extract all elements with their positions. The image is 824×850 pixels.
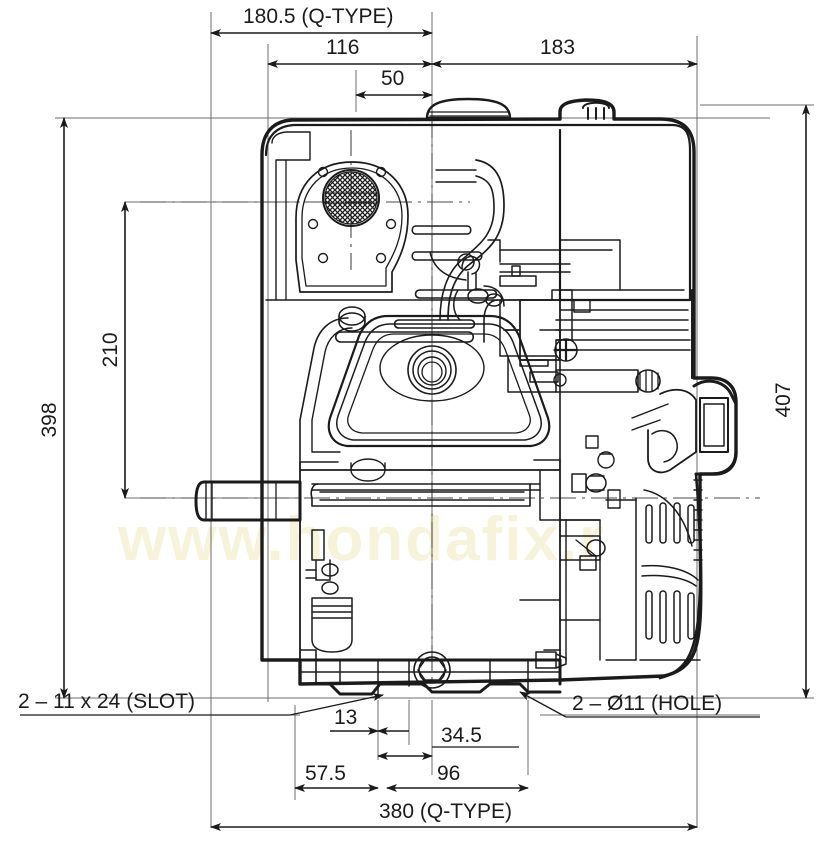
crankcase-rib-2 (319, 491, 525, 501)
engine-drawing (194, 97, 738, 696)
callout-slot-label: 2 – 11 x 24 (SLOT) (18, 690, 195, 713)
watermark: www.hondafix.r (117, 505, 605, 574)
dimension-210-label: 210 (99, 332, 122, 367)
dimension-34-5: 34.5 (377, 724, 519, 760)
engine-outer-silhouette (260, 98, 738, 686)
left-dimensions: 398 210 (38, 117, 129, 699)
dimension-50-label: 50 (381, 67, 404, 90)
blower-housing-right (533, 329, 561, 461)
dimension-183: 183 (431, 36, 698, 68)
dimension-116-label: 116 (326, 36, 359, 59)
dimension-96: 96 (386, 762, 529, 792)
watermark-text: www.hondafix.r (117, 505, 605, 574)
muffler-guard (631, 379, 738, 476)
dimension-50: 50 (355, 67, 433, 99)
starter-mount-bolts (307, 166, 397, 264)
crankcase-rib (310, 483, 531, 507)
top-dimensions: 180.5 (Q-TYPE) 116 183 50 (210, 5, 698, 99)
dimension-57-5-label: 57.5 (305, 762, 346, 785)
dimension-13-label: 13 (334, 706, 357, 729)
mounting-base (298, 649, 567, 696)
dimension-116: 116 (267, 36, 433, 68)
fuel-cap (425, 97, 512, 120)
oil-drain-bolt (413, 651, 451, 689)
dimension-180-5: 180.5 (Q-TYPE) (210, 5, 433, 37)
dimension-13: 13 (330, 706, 409, 735)
muffler-guard-curves (635, 489, 701, 661)
mid-fasteners (553, 299, 615, 469)
callouts: 2 – 11 x 24 (SLOT) 2 – Ø11 (HOLE) (18, 690, 760, 718)
throttle-linkage (453, 253, 537, 321)
oil-level-sensor (305, 529, 353, 653)
side-bolt-detail (571, 473, 607, 493)
crankshaft-pto-shaft (194, 480, 302, 522)
fuel-tank (264, 123, 692, 302)
dimension-180-5-label: 180.5 (Q-TYPE) (243, 5, 394, 28)
head-cover-bolt-boss (338, 306, 366, 332)
dimension-398-label: 398 (38, 402, 61, 437)
callout-hole: 2 – Ø11 (HOLE) (519, 691, 760, 718)
muffler-guard-body (658, 472, 702, 680)
cylinder-body (559, 289, 693, 379)
dimension-210: 210 (99, 201, 129, 499)
dimension-380: 380 (Q-TYPE) (210, 800, 698, 831)
fuel-line (483, 299, 499, 343)
governor-rod (499, 263, 571, 273)
dimension-96-label: 96 (437, 762, 460, 785)
dimension-407: 407 (700, 104, 814, 699)
bottom-dimensions: 13 34.5 57.5 96 380 (Q-TYPE) (210, 706, 698, 831)
callout-hole-label: 2 – Ø11 (HOLE) (572, 692, 722, 715)
crankcase-face (311, 483, 541, 491)
recoil-starter-cover (295, 161, 409, 293)
block-shelf (487, 239, 621, 291)
blower-housing-left-2 (311, 327, 353, 453)
dimension-183-label: 183 (540, 36, 575, 59)
dimension-407-label: 407 (772, 382, 795, 417)
muffler-guard-beads (693, 479, 703, 561)
centerlines (140, 112, 760, 680)
right-stud (555, 369, 661, 393)
dimension-380-label: 380 (Q-TYPE) (379, 800, 512, 823)
intake-duct-inner (439, 175, 495, 321)
fuel-cap-vent (582, 101, 610, 120)
right-dimensions: 407 (700, 104, 814, 699)
base-bolt-right (535, 651, 567, 669)
carburetor (499, 289, 573, 393)
muffler-guard-vents (645, 502, 695, 644)
intake-duct-outer (447, 159, 505, 321)
tank-left-rim (271, 131, 311, 301)
cylinder-head-cover (327, 314, 551, 448)
oil-filler (539, 469, 606, 571)
dimension-34-5-label: 34.5 (441, 724, 482, 747)
dimension-57-5: 57.5 (294, 762, 379, 792)
callout-slot: 2 – 11 x 24 (SLOT) (18, 690, 384, 716)
intake-duct-join (429, 169, 477, 281)
dimension-398: 398 (38, 117, 68, 699)
carburetor-screw (554, 338, 578, 362)
starter-air-screen (322, 169, 380, 227)
